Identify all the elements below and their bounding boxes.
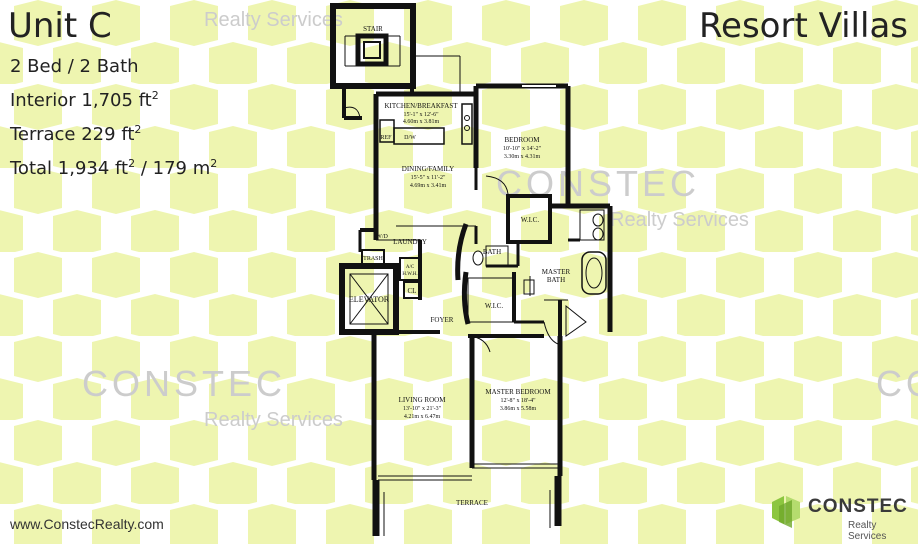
terrace-area: Terrace 229 ft2 <box>10 115 217 149</box>
master-bedroom-dim-imperial: 12'-8" x 18'-4" <box>500 398 536 404</box>
trash-label: TRASH <box>363 256 383 262</box>
ref-label: REF <box>380 135 392 141</box>
superscript: 2 <box>134 123 142 136</box>
logo-tagline: Realty Services <box>848 520 887 542</box>
unit-title: Unit C <box>8 6 112 46</box>
master-bedroom-label: MASTER BEDROOM <box>485 388 551 396</box>
living-room-dim-metric: 4.21m x 6.47m <box>404 414 441 420</box>
wd-label: W/D <box>376 234 388 240</box>
wic-2-label: W.I.C. <box>485 302 503 310</box>
bedroom-label: BEDROOM <box>504 136 540 144</box>
total-value: 1,934 ft <box>57 158 129 179</box>
closet-label: CL <box>408 287 417 295</box>
kitchen-dim-imperial: 15'-1" x 12'-6" <box>403 112 439 118</box>
watermark-tagline-text: Realty Services <box>610 209 749 231</box>
terrace-label: TERRACE <box>456 499 488 507</box>
interior-label: Interior <box>10 90 76 111</box>
website-link[interactable]: www.ConstecRealty.com <box>10 516 164 532</box>
foyer-label: FOYER <box>431 316 454 324</box>
bedroom-dim-imperial: 10'-10" x 14'-2" <box>503 146 542 152</box>
master-bath-label-2: BATH <box>547 276 565 284</box>
ac-label: A/C <box>406 265 415 270</box>
master-bath-label: MASTER <box>542 268 571 276</box>
dining-label: DINING/FAMILY <box>402 165 454 173</box>
kitchen-dim-metric: 4.60m x 3.81m <box>403 119 440 125</box>
beds-baths: 2 Bed / 2 Bath <box>10 56 139 77</box>
terrace-value: 229 ft <box>81 124 135 145</box>
terrace-label: Terrace <box>10 124 76 145</box>
dining-dim-imperial: 15'-5" x 11'-2" <box>411 175 446 181</box>
watermark-brand-text-partial: CONSTEC <box>876 363 918 404</box>
superscript: 2 <box>128 157 136 170</box>
dining-dim-metric: 4.69m x 3.41m <box>410 183 447 189</box>
master-bedroom-dim-metric: 3.86m x 5.58m <box>500 406 537 412</box>
laundry-label: LAUNDRY <box>393 238 427 246</box>
elevator-label: ELEVATOR <box>349 295 390 304</box>
superscript: 2 <box>210 157 218 170</box>
interior-value: 1,705 ft <box>81 90 152 111</box>
logo-name: CONSTEC <box>808 496 908 517</box>
constec-logo: CONSTEC Realty Services <box>770 492 910 542</box>
bath-label: BATH <box>483 248 501 256</box>
living-room-label: LIVING ROOM <box>399 396 447 404</box>
stair-outline <box>330 3 416 89</box>
stair-label: STAIR <box>363 25 383 33</box>
building-title: Resort Villas <box>698 6 908 46</box>
total-metric: / 179 m <box>140 158 211 179</box>
logo-mark-icon <box>772 496 800 528</box>
superscript: 2 <box>151 89 159 102</box>
unit-specs: 2 Bed / 2 Bath Interior 1,705 ft2 Terrac… <box>10 52 217 183</box>
watermark-tagline-text: Realty Services <box>204 409 343 431</box>
total-area: Total 1,934 ft2 / 179 m2 <box>10 149 217 183</box>
total-label: Total <box>10 158 53 179</box>
kitchen-label: KITCHEN/BREAKFAST <box>385 102 459 110</box>
wic-label: W.I.C. <box>521 216 539 224</box>
bedroom-dim-metric: 3.30m x 4.31m <box>504 154 541 160</box>
watermark-brand-text: CONSTEC <box>82 363 286 404</box>
dw-label: D/W <box>404 135 416 141</box>
interior-area: Interior 1,705 ft2 <box>10 81 217 115</box>
living-room-dim-imperial: 13'-10" x 21'-3" <box>403 406 442 412</box>
watermark-tagline-text: Realty Services <box>204 9 343 31</box>
hwh-label: H.W.H. <box>402 272 417 277</box>
